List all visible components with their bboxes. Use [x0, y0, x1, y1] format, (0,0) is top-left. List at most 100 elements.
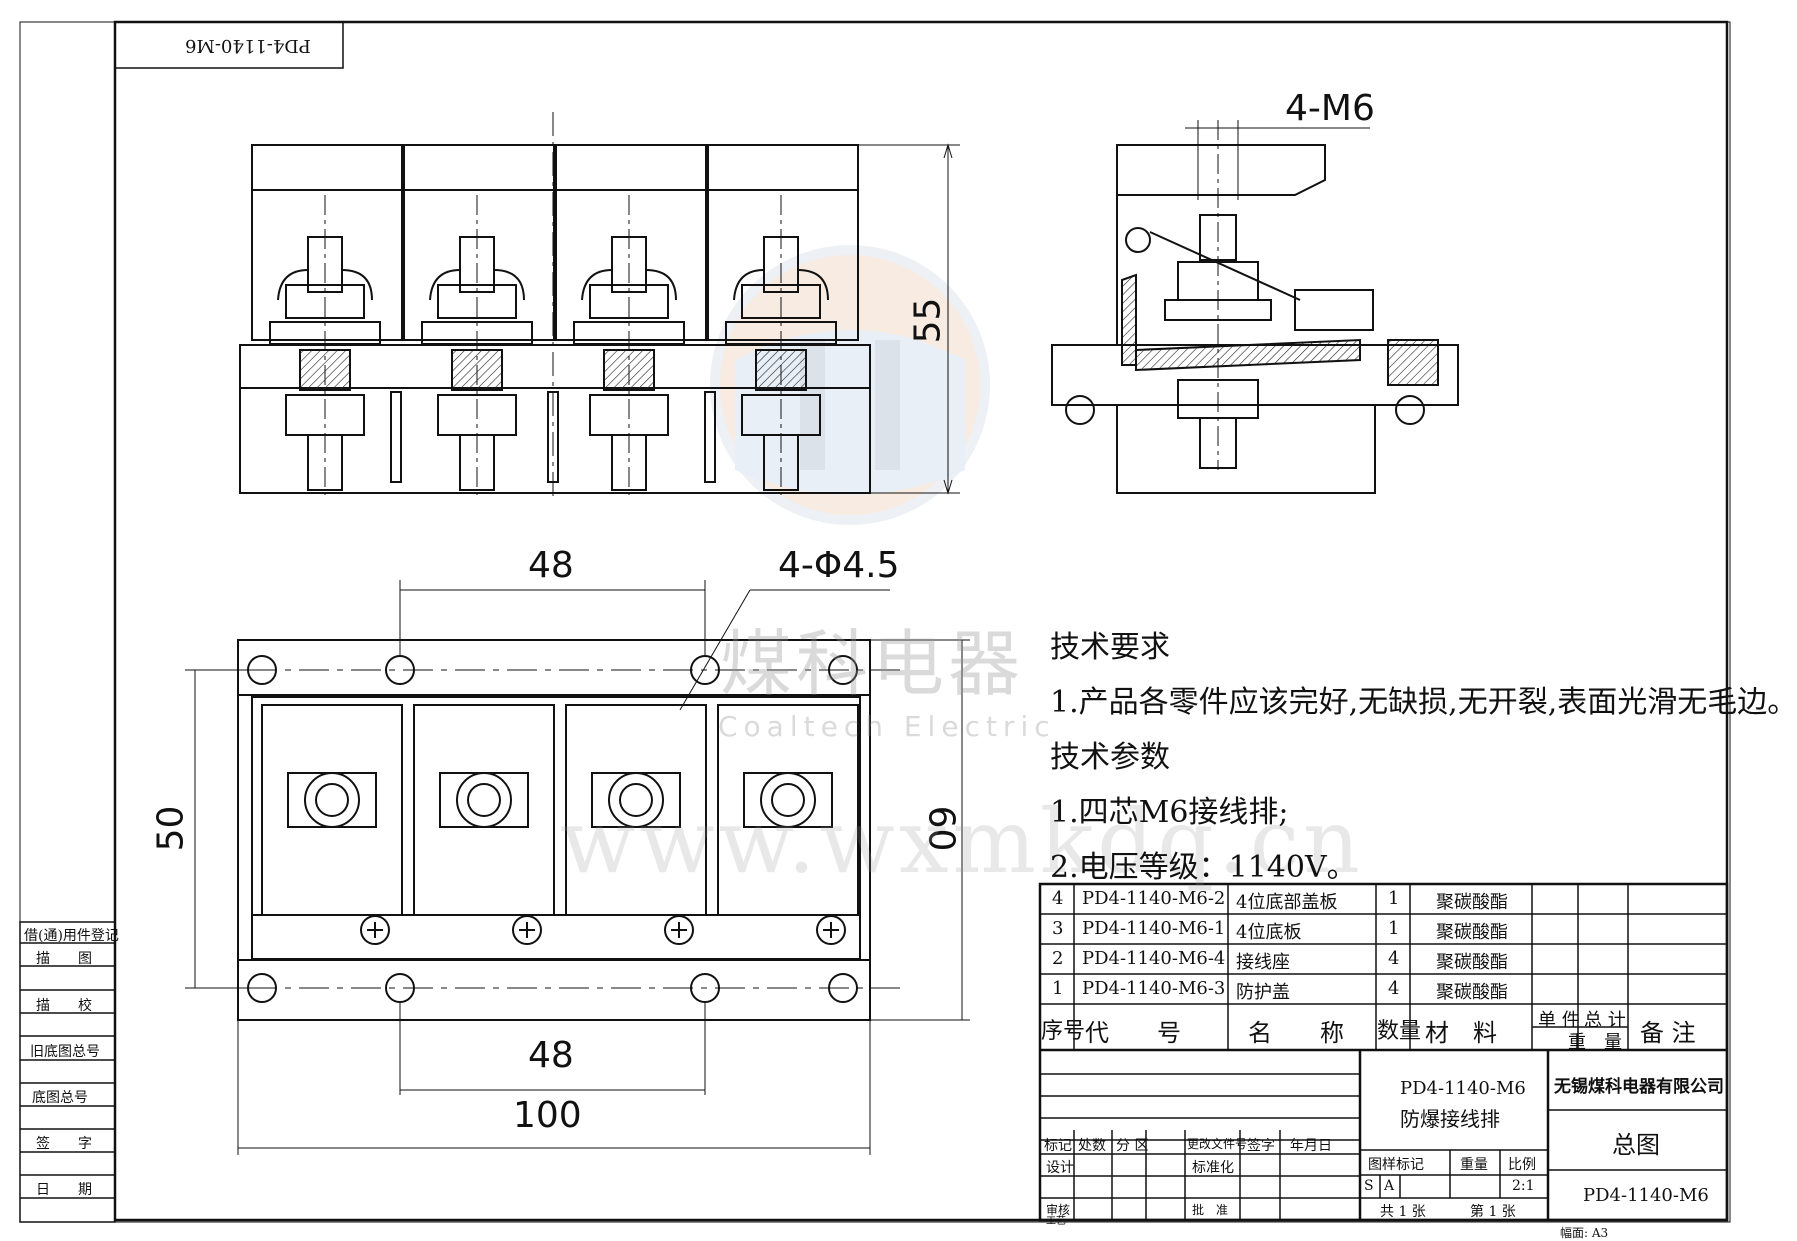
bom-row-2-name: 接线座 [1236, 952, 1290, 973]
screw-icons [360, 915, 846, 945]
bom-header-note: 备 注 [1640, 1019, 1696, 1047]
terminal-3 [573, 195, 685, 495]
stage-s: S [1364, 1178, 1374, 1194]
bom-header-no: 序号 [1041, 1019, 1086, 1044]
bom-row-4-code: PD4-1140-M6-2 [1082, 888, 1226, 909]
title-product-name: 防爆接线排 [1400, 1107, 1500, 1131]
dim-label-48-top: 48 [528, 545, 574, 586]
rev-header-mark: 标记 [1044, 1138, 1072, 1154]
bom-row-2-qty: 4 [1388, 948, 1400, 969]
tech-requirements-title: 技术要求 [1050, 630, 1170, 665]
dim-50 [185, 669, 248, 989]
label-process: 工艺 [1046, 1216, 1066, 1227]
terminal-studs [287, 772, 833, 828]
sheets-total: 共 1 张 [1380, 1204, 1426, 1220]
terminal-2 [421, 195, 533, 495]
rev-header-zone: 分 区 [1116, 1138, 1149, 1154]
bom-header-code: 代 号 [1085, 1019, 1181, 1047]
stamp-label: PD4-1140-M6 [185, 35, 311, 56]
bom-row-1-material: 聚碳酸酯 [1436, 982, 1508, 1003]
bom-row-4-name: 4位底部盖板 [1236, 892, 1338, 913]
title-block-grid [1038, 882, 1729, 1222]
paper-format: 幅面: A3 [1560, 1226, 1609, 1240]
bom-row-2-code: PD4-1140-M6-4 [1082, 948, 1226, 969]
bom-row-4-qty: 1 [1388, 888, 1400, 909]
technical-notes: 技术要求 1.产品各零件应该完好,无缺损,无开裂,表面光滑无毛边。 技术参数 1… [1050, 620, 1797, 895]
rev-header-sign: 签字 [1247, 1138, 1275, 1154]
bom-row-2-no: 2 [1052, 948, 1064, 969]
bom-row-4-no: 4 [1052, 888, 1064, 909]
tech-parameter-2: 2.电压等级：1140V。 [1050, 850, 1357, 885]
stage-header-mark: 图样标记 [1368, 1157, 1424, 1173]
bom-row-3-material: 聚碳酸酯 [1436, 922, 1508, 943]
bom-header-material: 材 料 [1425, 1019, 1497, 1047]
dim-60 [870, 639, 970, 1021]
dim-55 [858, 143, 960, 495]
rev-header-date: 年月日 [1290, 1138, 1332, 1154]
bom-row-1-no: 1 [1052, 978, 1064, 999]
label-standard: 标准化 [1192, 1160, 1234, 1176]
bom-row-1-code: PD4-1140-M6-3 [1082, 978, 1226, 999]
sheet-frame [19, 20, 1731, 1223]
bom-row-2-material: 聚碳酸酯 [1436, 952, 1508, 973]
terminal-4 [725, 195, 837, 495]
dim-label-holes: 4-Φ4.5 [778, 545, 900, 586]
watermark-company-en: Coaltech Electric [718, 710, 1056, 743]
dim-label-50: 50 [150, 805, 192, 852]
drawing-sheet [19, 20, 1731, 1223]
title-model: PD4-1140-M6 [1400, 1078, 1526, 1099]
terminal-cells [252, 704, 860, 916]
watermark-company-cn: 煤科电器 [720, 622, 1025, 706]
title-drawing-type: 总图 [1612, 1131, 1660, 1159]
title-drawing-no: PD4-1140-M6 [1583, 1185, 1709, 1206]
register-label-date: 日 期 [36, 1182, 92, 1198]
dim-label-100: 100 [513, 1095, 582, 1136]
bom-row-3-code: PD4-1140-M6-1 [1082, 918, 1226, 939]
dim-label-48-bottom: 48 [528, 1035, 574, 1076]
side-view [1051, 120, 1459, 494]
bom-header-unit-weight: 单 件 [1538, 1010, 1580, 1031]
stage-a: A [1384, 1178, 1395, 1194]
bom-row-1-qty: 4 [1388, 978, 1400, 999]
stage-scale-value: 2:1 [1512, 1178, 1535, 1194]
dim-4-m6 [1185, 120, 1370, 200]
bom-row-3-name: 4位底板 [1236, 922, 1302, 943]
register-label-old-no: 旧底图总号 [30, 1044, 100, 1060]
watermark-url: www.wxmkdq.cn [560, 790, 1364, 893]
register-label-base-no: 底图总号 [32, 1090, 88, 1106]
bom-header-qty: 数量 [1377, 1019, 1422, 1044]
tech-parameter-1: 1.四芯M6接线排; [1050, 795, 1289, 830]
bom-row-3-qty: 1 [1388, 918, 1400, 939]
terminal-1 [269, 195, 381, 495]
register-label-check: 描 校 [36, 998, 92, 1014]
tech-requirement-1: 1.产品各零件应该完好,无缺损,无开裂,表面光滑无毛边。 [1050, 685, 1797, 720]
register-label-borrow: 借(通)用件登记 [24, 928, 119, 944]
dim-48-bottom [399, 1002, 706, 1095]
stage-header-weight: 重量 [1460, 1157, 1488, 1173]
bom-header-total-weight: 总 计 [1584, 1010, 1626, 1031]
bom-row-4-material: 聚碳酸酯 [1436, 892, 1508, 913]
left-register-grid [19, 921, 116, 1223]
rev-header-count: 处数 [1078, 1138, 1106, 1154]
title-company: 无锡煤科电器有限公司 [1554, 1077, 1724, 1097]
dim-48-top [399, 580, 706, 656]
bom-row-1-name: 防护盖 [1236, 982, 1290, 1003]
rev-header-doc-no: 更改文件号 [1187, 1137, 1248, 1151]
label-approve: 批 准 [1192, 1203, 1229, 1217]
front-view [239, 112, 960, 500]
stage-header-scale: 比例 [1508, 1157, 1536, 1173]
tech-parameters-title: 技术参数 [1050, 740, 1170, 775]
bom-row-3-no: 3 [1052, 918, 1064, 939]
register-label-sign: 签 字 [36, 1136, 92, 1152]
dim-label-thread: 4-M6 [1285, 88, 1375, 129]
dim-label-55: 55 [907, 297, 949, 344]
sheet-number: 第 1 张 [1470, 1204, 1516, 1220]
label-design: 设计 [1046, 1160, 1074, 1176]
register-label-trace: 描 图 [36, 951, 92, 967]
top-view [185, 580, 970, 1155]
dim-100 [237, 1020, 871, 1155]
bom-header-weight: 重 量 [1568, 1032, 1622, 1053]
dim-holes-leader [679, 589, 890, 711]
bom-header-name: 名 称 [1248, 1019, 1344, 1047]
label-review: 审核 [1046, 1203, 1071, 1217]
